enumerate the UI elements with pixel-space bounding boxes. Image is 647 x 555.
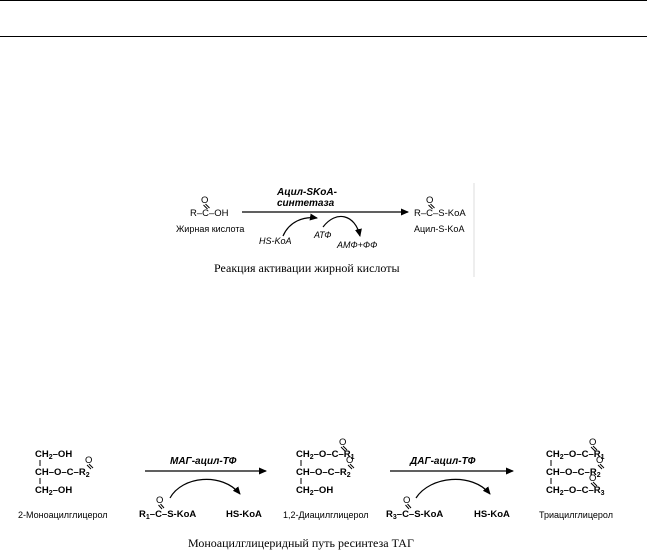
svg-text:CH–O–C–R2: CH–O–C–R2 [546,467,601,479]
fatty-acid-label: Жирная кислота [176,224,244,234]
svg-text:CH2–O–C–R3: CH2–O–C–R3 [546,485,605,497]
monoacylglycerol-structure: CH2–OH CH–O–C–R2 CH2–OH O 2-Моноацилглиц… [18,449,108,520]
svg-text:O: O [156,495,163,506]
monoacylglycerol-label: 2-Моноацилглицерол [18,510,108,520]
carbonyl-oxygen: O [426,195,433,206]
header-divider-line [0,36,647,37]
diacylglycerol-label: 1,2-Диацилглицерол [283,510,369,520]
tag-resynthesis-diagram: CH2–OH CH–O–C–R2 CH2–OH O 2-Моноацилглиц… [18,437,613,550]
svg-text:O: O [339,437,346,448]
double-bond-line [203,204,208,210]
double-bond-line [430,203,435,209]
svg-text:O: O [589,437,596,448]
svg-text:O: O [85,455,92,466]
svg-text:R3–C–S-KoA: R3–C–S-KoA [386,509,443,521]
fatty-acid-structure: O R–C–OH Жирная кислота [176,195,244,234]
double-bond-line [428,204,433,210]
atp-curved-arrow [322,215,362,237]
acyl-skoa-label: Ацил-S-KoA [414,224,464,234]
fatty-acid-activation-caption: Реакция активации жирной кислоты [214,261,400,275]
svg-text:CH2–OH: CH2–OH [35,485,72,497]
triacylglycerol-label: Триацилглицерол [539,510,613,520]
hs-koa-label: HS-KoA [259,236,292,246]
atp-label: АТФ [313,230,331,240]
enzyme-dag-acyl-tf: ДАГ-ацил-ТФ [409,456,476,467]
svg-text:CH2–OH: CH2–OH [35,449,72,461]
tag-resynthesis-caption: Моноацилглицеридный путь ресинтеза ТАГ [188,536,414,550]
hs-koa-curved-arrow [282,213,318,237]
fatty-acid-formula: R–C–OH [190,208,229,219]
svg-text:O: O [589,473,596,484]
top-border-line [0,0,647,1]
enzyme-mag-acyl-tf: МАГ-ацил-ТФ [170,456,237,467]
svg-text:O: O [403,495,410,506]
enzyme-acyl-skoa-synthetase-line1: Ацил-SKoA- [276,187,338,198]
acyl-skoa-reactant-1: O R1–C–S-KoA [139,495,196,521]
svg-text:CH2–OH: CH2–OH [296,485,333,497]
hs-koa-product-2: HS-KoA [474,509,510,520]
acyl-skoa-structure: O R–C–S-KoA Ацил-S-KoA [414,195,466,234]
svg-text:CH–O–C–R2: CH–O–C–R2 [35,467,90,479]
acyl-skoa-formula: R–C–S-KoA [414,208,466,219]
double-bond-line [205,203,210,209]
diacylglycerol-structure: CH2–O–C–R1 CH–O–C–R2 CH2–OH O O 1,2-Диац… [283,437,369,520]
dag-acyl-curved-arrow [415,478,491,499]
acyl-skoa-reactant-3: O R3–C–S-KoA [386,495,443,521]
svg-text:R1–C–S-KoA: R1–C–S-KoA [139,509,196,521]
hs-koa-product-1: HS-KoA [226,509,262,520]
svg-text:O: O [596,455,603,466]
amp-pp-label: АМФ+ФФ [336,240,377,250]
enzyme-acyl-skoa-synthetase-line2: синтетаза [277,198,335,209]
svg-text:O: O [346,455,353,466]
svg-text:CH–O–C–R2: CH–O–C–R2 [296,467,351,479]
triacylglycerol-structure: CH2–O–C–R1 CH–O–C–R2 CH2–O–C–R3 O O O Тр… [539,437,613,520]
fatty-acid-activation-diagram: O R–C–OH Жирная кислота Ацил-SKoA- синте… [176,183,475,277]
mag-acyl-curved-arrow [169,478,241,499]
carbonyl-oxygen: O [201,195,208,206]
